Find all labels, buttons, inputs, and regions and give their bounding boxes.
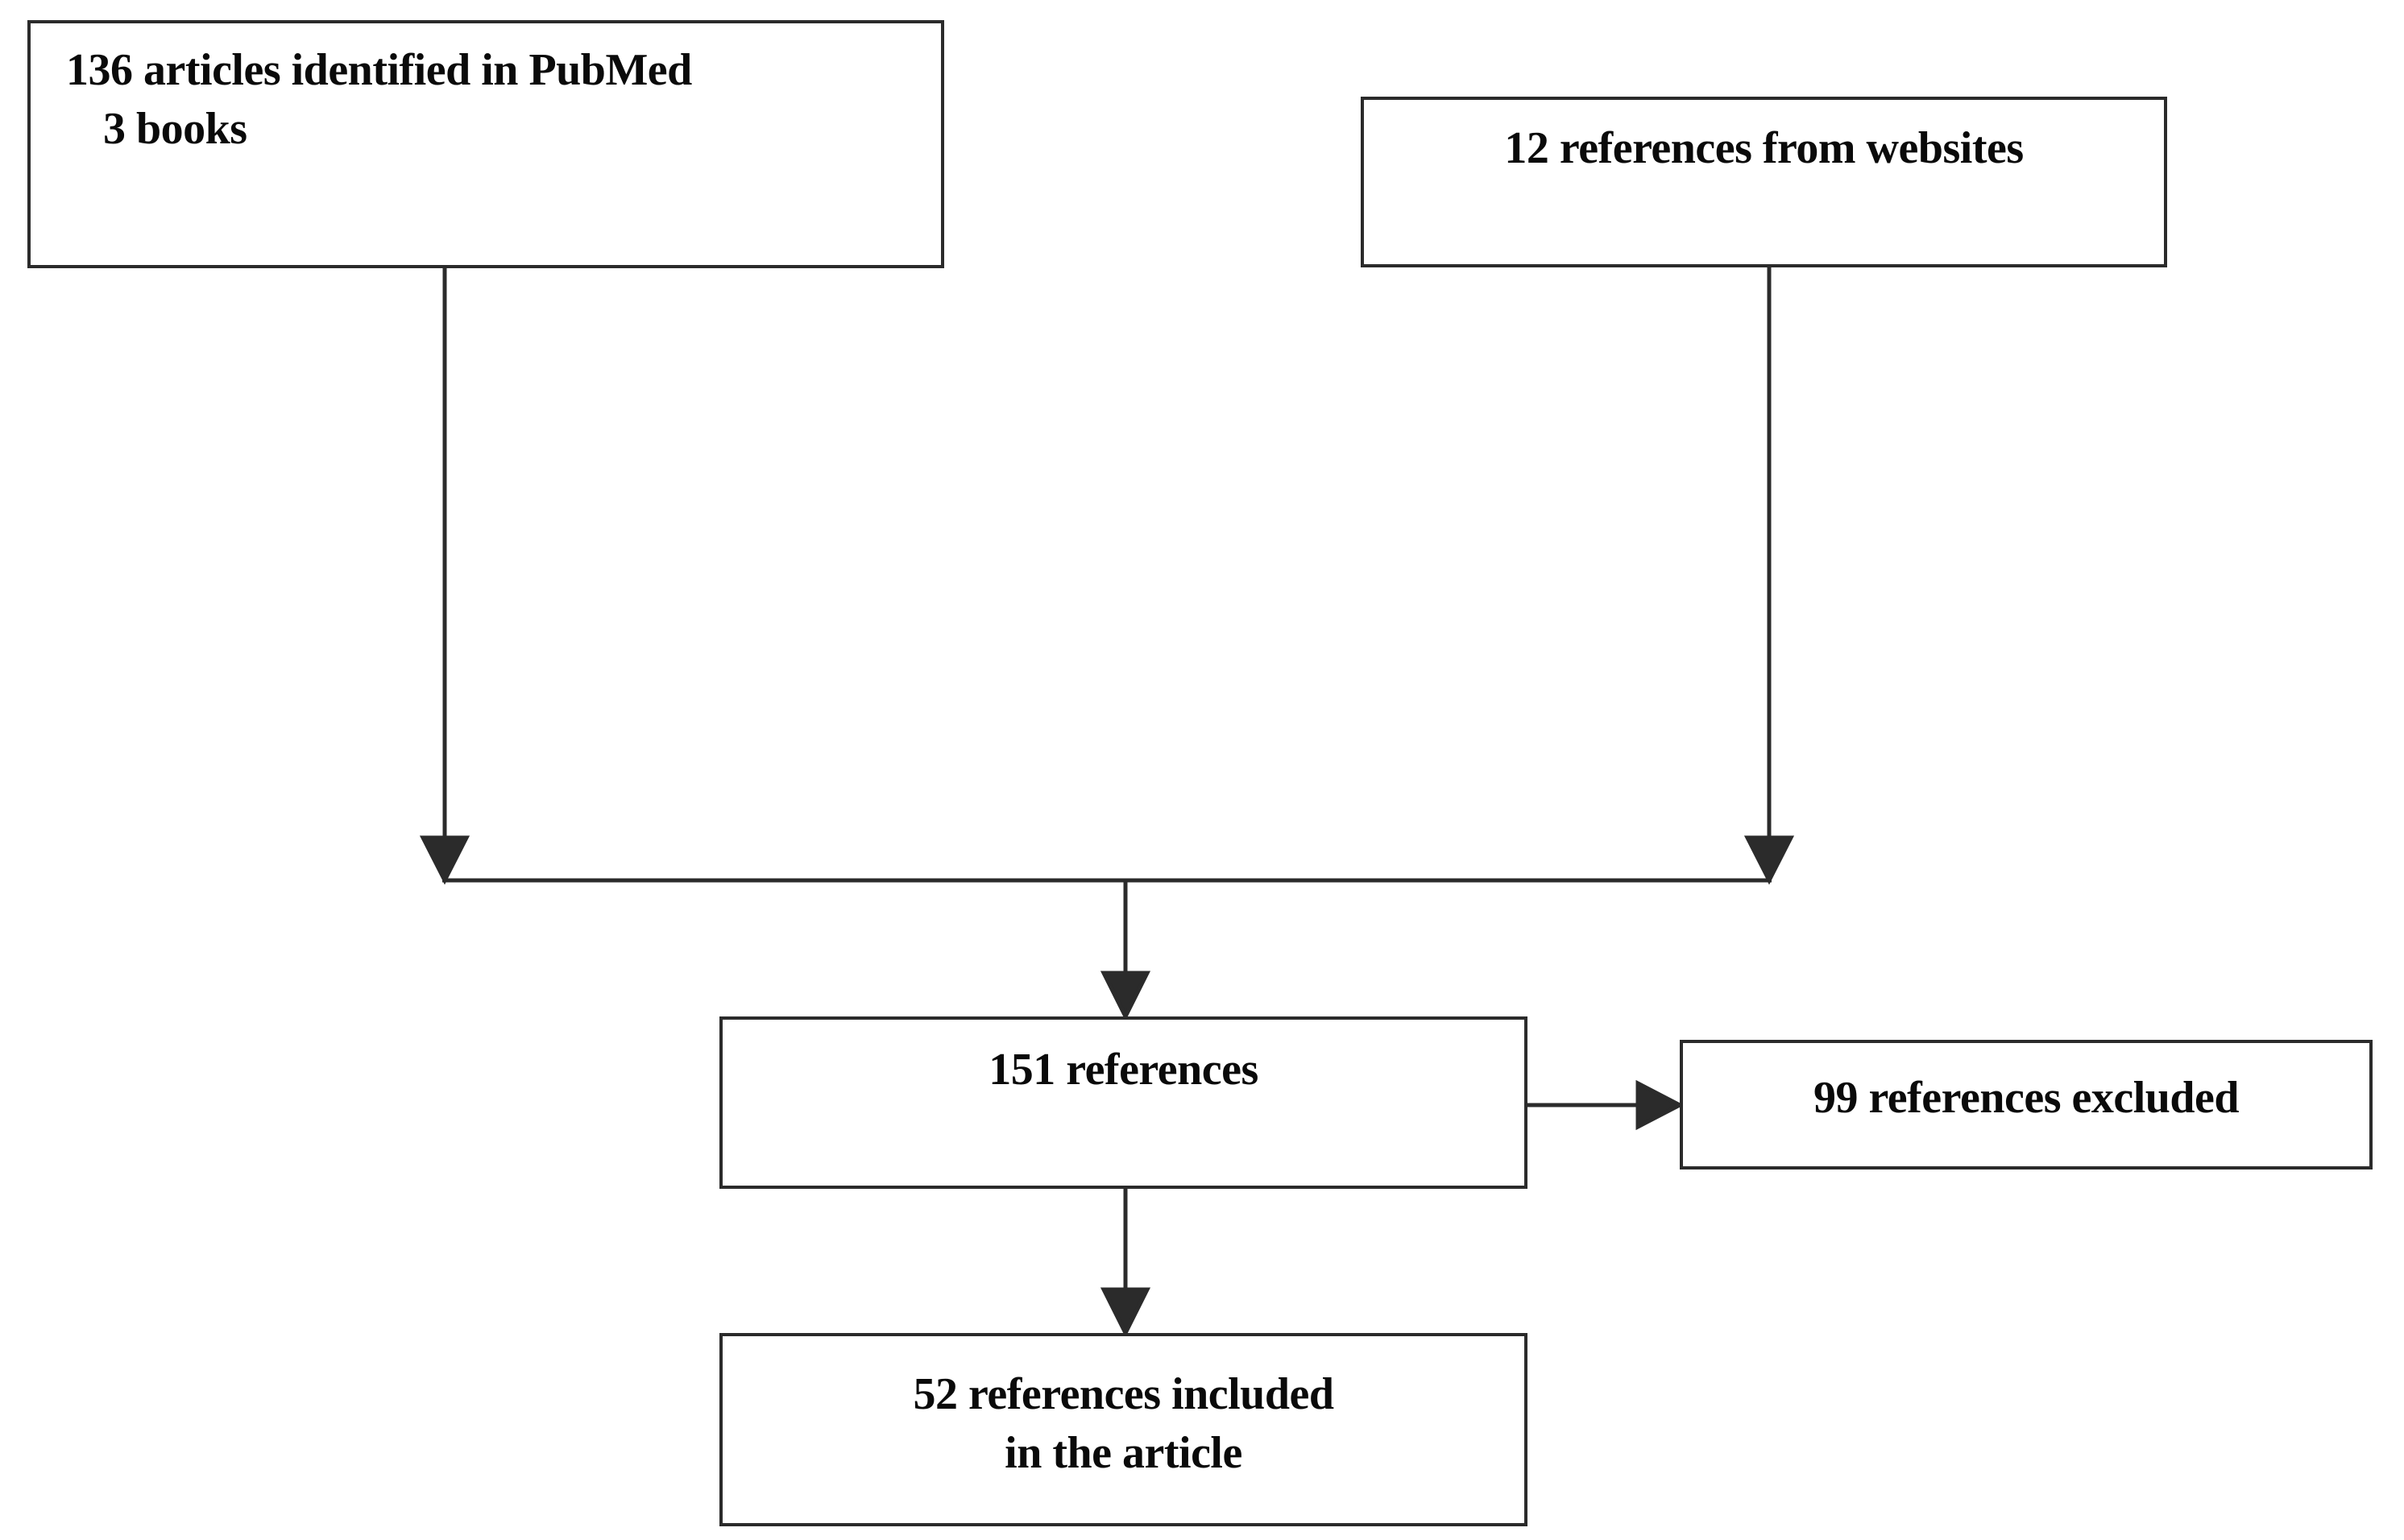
node-total-references[interactable]: 151 references bbox=[719, 1016, 1527, 1189]
node-websites-line-1: 12 references from websites bbox=[1504, 123, 2024, 173]
node-included-references[interactable]: 52 references included in the article bbox=[719, 1333, 1527, 1526]
node-pubmed-articles[interactable]: 136 articles identified in PubMed 3 book… bbox=[27, 20, 944, 268]
node-total-line-1: 151 references bbox=[989, 1045, 1258, 1095]
node-excluded-references[interactable]: 99 references excluded bbox=[1680, 1040, 2373, 1169]
node-pubmed-line-1: 136 articles identified in PubMed bbox=[66, 45, 692, 95]
node-included-line-1: 52 references included bbox=[913, 1369, 1334, 1419]
arrowhead-merge-to-total bbox=[1100, 971, 1151, 1021]
arrowhead-websites-down bbox=[1743, 835, 1795, 885]
arrowhead-pubmed-down bbox=[419, 835, 470, 885]
node-excluded-line-1: 99 references excluded bbox=[1813, 1073, 2240, 1123]
node-included-line-2: in the article bbox=[1005, 1427, 1242, 1478]
arrowhead-total-to-excluded bbox=[1635, 1079, 1685, 1131]
node-pubmed-line-2: 3 books bbox=[103, 103, 247, 154]
arrowhead-total-to-included bbox=[1100, 1287, 1151, 1338]
node-website-references[interactable]: 12 references from websites bbox=[1361, 97, 2167, 267]
